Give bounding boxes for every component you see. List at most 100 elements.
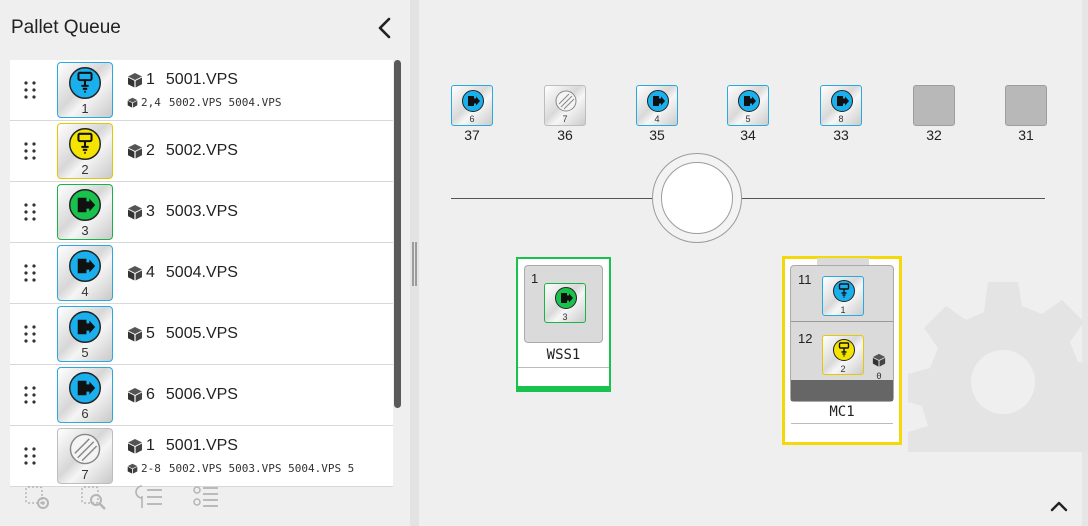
grid-gear-icon [25, 486, 49, 509]
drag-handle-icon [24, 203, 36, 221]
queue-row[interactable]: 1 1 5001.VPS 2,4 5002.VPS 5004.VPS [10, 60, 393, 121]
station-pallet[interactable]: 6 [451, 85, 493, 126]
program-name: 5006.VPS [165, 386, 238, 403]
sub-programs: 5002.VPS 5003.VPS 5004.VPS 5 [168, 462, 355, 475]
cube-icon [128, 73, 142, 88]
station-34[interactable]: 5 34 [727, 85, 769, 143]
divider [791, 423, 893, 424]
machine-mc1[interactable]: 11 1 12 2 [782, 256, 902, 445]
station-pallet[interactable] [913, 85, 955, 126]
wss-slot[interactable]: 1 3 [524, 265, 603, 343]
pallet-tile[interactable]: 5 [57, 306, 113, 362]
reorder-list-button[interactable] [134, 482, 164, 512]
fixture-icon [69, 128, 101, 160]
station-number: 35 [649, 127, 665, 143]
station-35[interactable]: 4 35 [636, 85, 678, 143]
pallet-queue-panel: Pallet Queue 1 1 5001.VPS [0, 0, 410, 526]
wss-pallet[interactable]: 3 [544, 283, 586, 323]
station-pallet-number: 6 [469, 114, 475, 124]
program-line: 1 5001.VPS [127, 436, 238, 456]
mc-part-count-value: 0 [876, 372, 882, 382]
station-pallet[interactable]: 4 [636, 85, 678, 126]
queue-row[interactable]: 5 5 5005.VPS [10, 304, 393, 365]
pallet-tile[interactable]: 1 [57, 62, 113, 118]
program-name: 5001.VPS [165, 71, 238, 88]
program-name: 5003.VPS [165, 203, 238, 220]
station-pallet-number: 7 [562, 114, 568, 124]
queue-row[interactable]: 3 3 5003.VPS [10, 182, 393, 243]
mc-part-count: 0 [871, 353, 887, 382]
program-name: 5004.VPS [165, 264, 238, 281]
mc-pallet-blue[interactable]: 1 [822, 276, 864, 316]
part-quantity: 3 [146, 203, 155, 220]
station-pallet[interactable]: 8 [820, 85, 862, 126]
load-icon [462, 90, 484, 112]
program-name: 5002.VPS [165, 142, 238, 159]
queue-row[interactable]: 7 1 5001.VPS 2-8 5002.VPS 5003.VPS 5004.… [10, 426, 393, 487]
list-options-button[interactable] [190, 482, 220, 512]
station-number: 33 [833, 127, 849, 143]
station-31[interactable]: 31 [1005, 85, 1047, 143]
station-pallet[interactable]: 5 [727, 85, 769, 126]
rotary-transfer[interactable] [652, 153, 742, 243]
station-pallet[interactable] [1005, 85, 1047, 126]
station-32[interactable]: 32 [913, 85, 955, 143]
part-quantity: 5 [146, 325, 155, 342]
pallet-settings-button[interactable] [22, 482, 52, 512]
fixture-icon [833, 280, 855, 302]
program-line: 3 5003.VPS [127, 202, 238, 222]
transfer-rail [451, 198, 1045, 199]
cube-icon [127, 463, 138, 474]
workstation-wss1[interactable]: 1 3 WSS1 [516, 257, 611, 392]
pallet-number: 5 [81, 345, 89, 360]
load-icon [738, 90, 760, 112]
station-36[interactable]: 7 36 [544, 85, 586, 143]
queue-row[interactable]: 2 2 5002.VPS [10, 121, 393, 182]
cube-icon [128, 327, 142, 342]
drag-handle[interactable] [23, 141, 37, 161]
drag-handle[interactable] [23, 324, 37, 344]
part-quantity: 6 [146, 386, 155, 403]
queue-row[interactable]: 4 4 5004.VPS [10, 243, 393, 304]
machine-door-tab [817, 258, 869, 266]
cell-layout-view: 6 37 7 36 4 35 5 34 8 33 [419, 0, 1088, 526]
wss-slot-number: 1 [531, 271, 539, 286]
station-37[interactable]: 6 37 [451, 85, 493, 143]
drag-handle[interactable] [23, 263, 37, 283]
queue-toolbar [10, 476, 250, 516]
mc-pallet-yellow[interactable]: 2 [822, 335, 864, 375]
station-pallet[interactable]: 7 [544, 85, 586, 126]
station-number: 32 [926, 127, 942, 143]
load-icon [647, 90, 669, 112]
cube-icon [128, 388, 142, 403]
program-line: 4 5004.VPS [127, 263, 238, 283]
pallet-tile[interactable]: 2 [57, 123, 113, 179]
pallet-tile[interactable]: 6 [57, 367, 113, 423]
pallet-tile[interactable]: 4 [57, 245, 113, 301]
station-number: 34 [740, 127, 756, 143]
pallet-queue-list: 1 1 5001.VPS 2,4 5002.VPS 5004.VPS 2 [10, 60, 393, 487]
load-icon [69, 189, 101, 221]
drag-handle[interactable] [23, 202, 37, 222]
drag-handle[interactable] [23, 80, 37, 100]
pallet-tile[interactable]: 3 [57, 184, 113, 240]
expand-button[interactable] [1049, 498, 1069, 514]
grid-search-icon [81, 486, 106, 510]
divider [791, 321, 893, 322]
pallet-tile[interactable]: 7 [57, 428, 113, 484]
drag-handle[interactable] [23, 446, 37, 466]
drag-handle-icon [24, 325, 36, 343]
queue-scrollbar[interactable] [394, 60, 401, 408]
fixture-icon [69, 67, 101, 99]
drag-handle[interactable] [23, 385, 37, 405]
cube-icon [128, 266, 142, 281]
queue-row[interactable]: 6 6 5006.VPS [10, 365, 393, 426]
part-quantity: 4 [146, 264, 155, 281]
panel-splitter[interactable] [410, 0, 419, 526]
collapse-panel-button[interactable] [374, 16, 396, 40]
station-33[interactable]: 8 33 [820, 85, 862, 143]
list-settings-icon [193, 486, 218, 507]
pallet-search-button[interactable] [78, 482, 108, 512]
mc-pallet-number: 2 [840, 364, 846, 374]
cube-icon [128, 205, 142, 220]
